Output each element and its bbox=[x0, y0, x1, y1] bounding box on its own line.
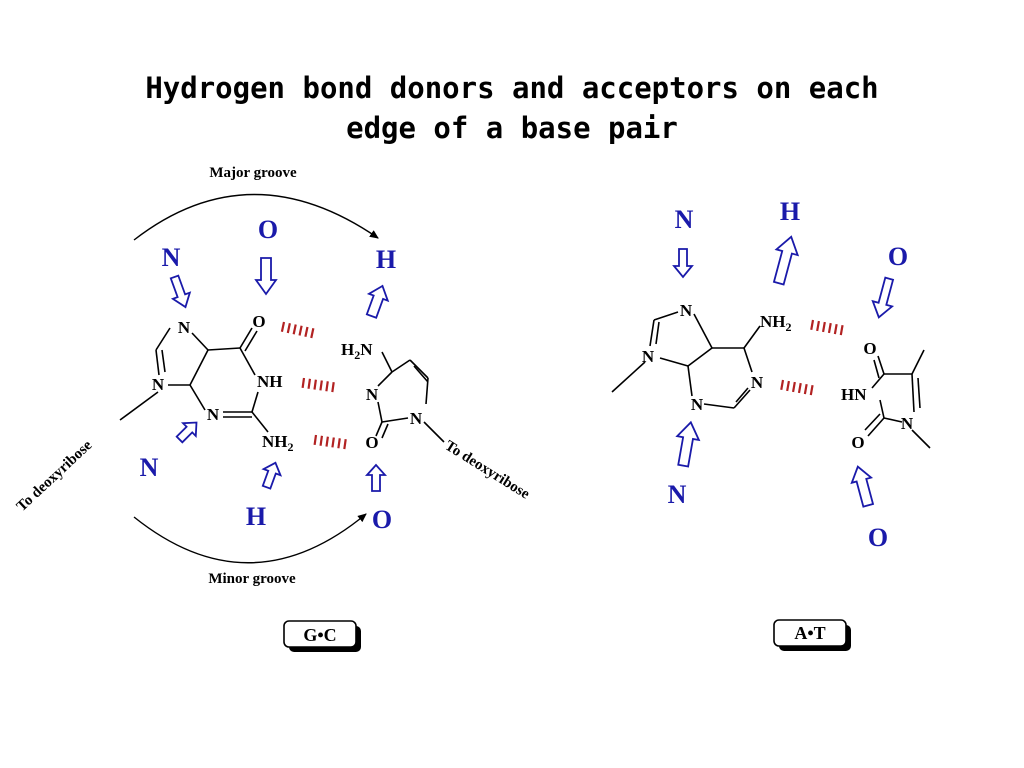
gc-arrow-minor-o bbox=[364, 463, 388, 492]
at-arrow-minor-o bbox=[850, 465, 875, 508]
page-title: Hydrogen bond donors and acceptors on ea… bbox=[0, 68, 1024, 148]
at-pair-label: A•T bbox=[794, 623, 825, 643]
t-atom-hn: HN bbox=[841, 385, 867, 404]
at-arrow-minor-n bbox=[675, 420, 701, 468]
gc-major-marker-o: O bbox=[258, 215, 278, 244]
thymine-bonds bbox=[864, 349, 931, 449]
title-line-1: Hydrogen bond donors and acceptors on ea… bbox=[145, 71, 879, 105]
c-atom-n3: N bbox=[366, 385, 379, 404]
a-atom-n9: N bbox=[642, 347, 655, 366]
major-groove-arc bbox=[133, 193, 379, 241]
gc-arrow-minor-n bbox=[175, 421, 198, 444]
major-groove-label: Major groove bbox=[209, 165, 297, 181]
gc-hbond-3 bbox=[313, 434, 347, 450]
gc-major-marker-h: H bbox=[376, 245, 396, 274]
gc-minor-marker-h: H bbox=[246, 502, 266, 531]
guanine-bonds bbox=[119, 327, 269, 433]
t-atom-o4: O bbox=[863, 339, 876, 358]
minor-groove-arc bbox=[133, 513, 367, 564]
at-pair: N N N N NH2 O HN N O bbox=[611, 197, 931, 651]
at-hbond-1 bbox=[810, 319, 844, 336]
gc-arrow-major-n bbox=[169, 274, 192, 309]
a-atom-n7: N bbox=[680, 301, 693, 320]
at-hbond-2 bbox=[780, 379, 814, 396]
gc-deoxyribose-left: To deoxyribose bbox=[14, 437, 96, 515]
cytosine-bonds bbox=[375, 351, 445, 443]
at-minor-marker-o: O bbox=[868, 523, 888, 552]
gc-pair-label-box: G•C bbox=[283, 620, 361, 652]
t-atom-o2: O bbox=[851, 433, 864, 452]
gc-minor-marker-n: N bbox=[140, 453, 159, 482]
adenine-bonds bbox=[611, 311, 761, 409]
gc-hydrogen-bonds bbox=[280, 321, 347, 450]
g-atom-nh: NH bbox=[257, 372, 283, 391]
at-major-marker-o: O bbox=[888, 242, 908, 271]
gc-deoxyribose-right: To deoxyribose bbox=[442, 438, 533, 503]
gc-minor-marker-o: O bbox=[372, 505, 392, 534]
t-atom-n1: N bbox=[901, 414, 914, 433]
gc-arrows bbox=[169, 257, 390, 492]
gc-pair-label: G•C bbox=[303, 625, 336, 645]
gc-arrow-major-o bbox=[254, 257, 278, 296]
at-major-marker-n: N bbox=[675, 205, 694, 234]
a-atom-n3: N bbox=[691, 395, 704, 414]
g-atom-n3: N bbox=[207, 405, 220, 424]
at-arrows bbox=[672, 235, 895, 508]
gc-arrow-major-h bbox=[365, 284, 390, 319]
a-atom-nh2: NH2 bbox=[760, 312, 792, 334]
at-arrow-major-o bbox=[871, 276, 895, 319]
gc-hbond-1 bbox=[280, 321, 315, 339]
c-atom-h2n: H2N bbox=[341, 340, 373, 362]
title-line-2: edge of a base pair bbox=[346, 111, 678, 145]
g-atom-n9: N bbox=[152, 375, 165, 394]
c-atom-n1: N bbox=[410, 409, 423, 428]
g-atom-o6: O bbox=[252, 312, 265, 331]
minor-groove-label: Minor groove bbox=[208, 571, 296, 587]
at-arrow-major-n bbox=[672, 248, 694, 279]
a-atom-n1: N bbox=[751, 373, 764, 392]
at-arrow-major-h bbox=[772, 235, 800, 286]
at-hydrogen-bonds bbox=[780, 319, 844, 396]
at-major-marker-h: H bbox=[780, 197, 800, 226]
at-pair-label-box: A•T bbox=[773, 619, 851, 651]
g-atom-n7: N bbox=[178, 318, 191, 337]
gc-arrow-minor-h bbox=[261, 461, 283, 490]
gc-major-marker-n: N bbox=[162, 243, 181, 272]
at-minor-marker-n: N bbox=[668, 480, 687, 509]
c-atom-o2: O bbox=[365, 433, 378, 452]
gc-hbond-2 bbox=[301, 377, 335, 393]
g-atom-nh2: NH2 bbox=[262, 432, 294, 454]
gc-pair: Major groove Minor groove N N N O NH NH bbox=[14, 165, 533, 652]
